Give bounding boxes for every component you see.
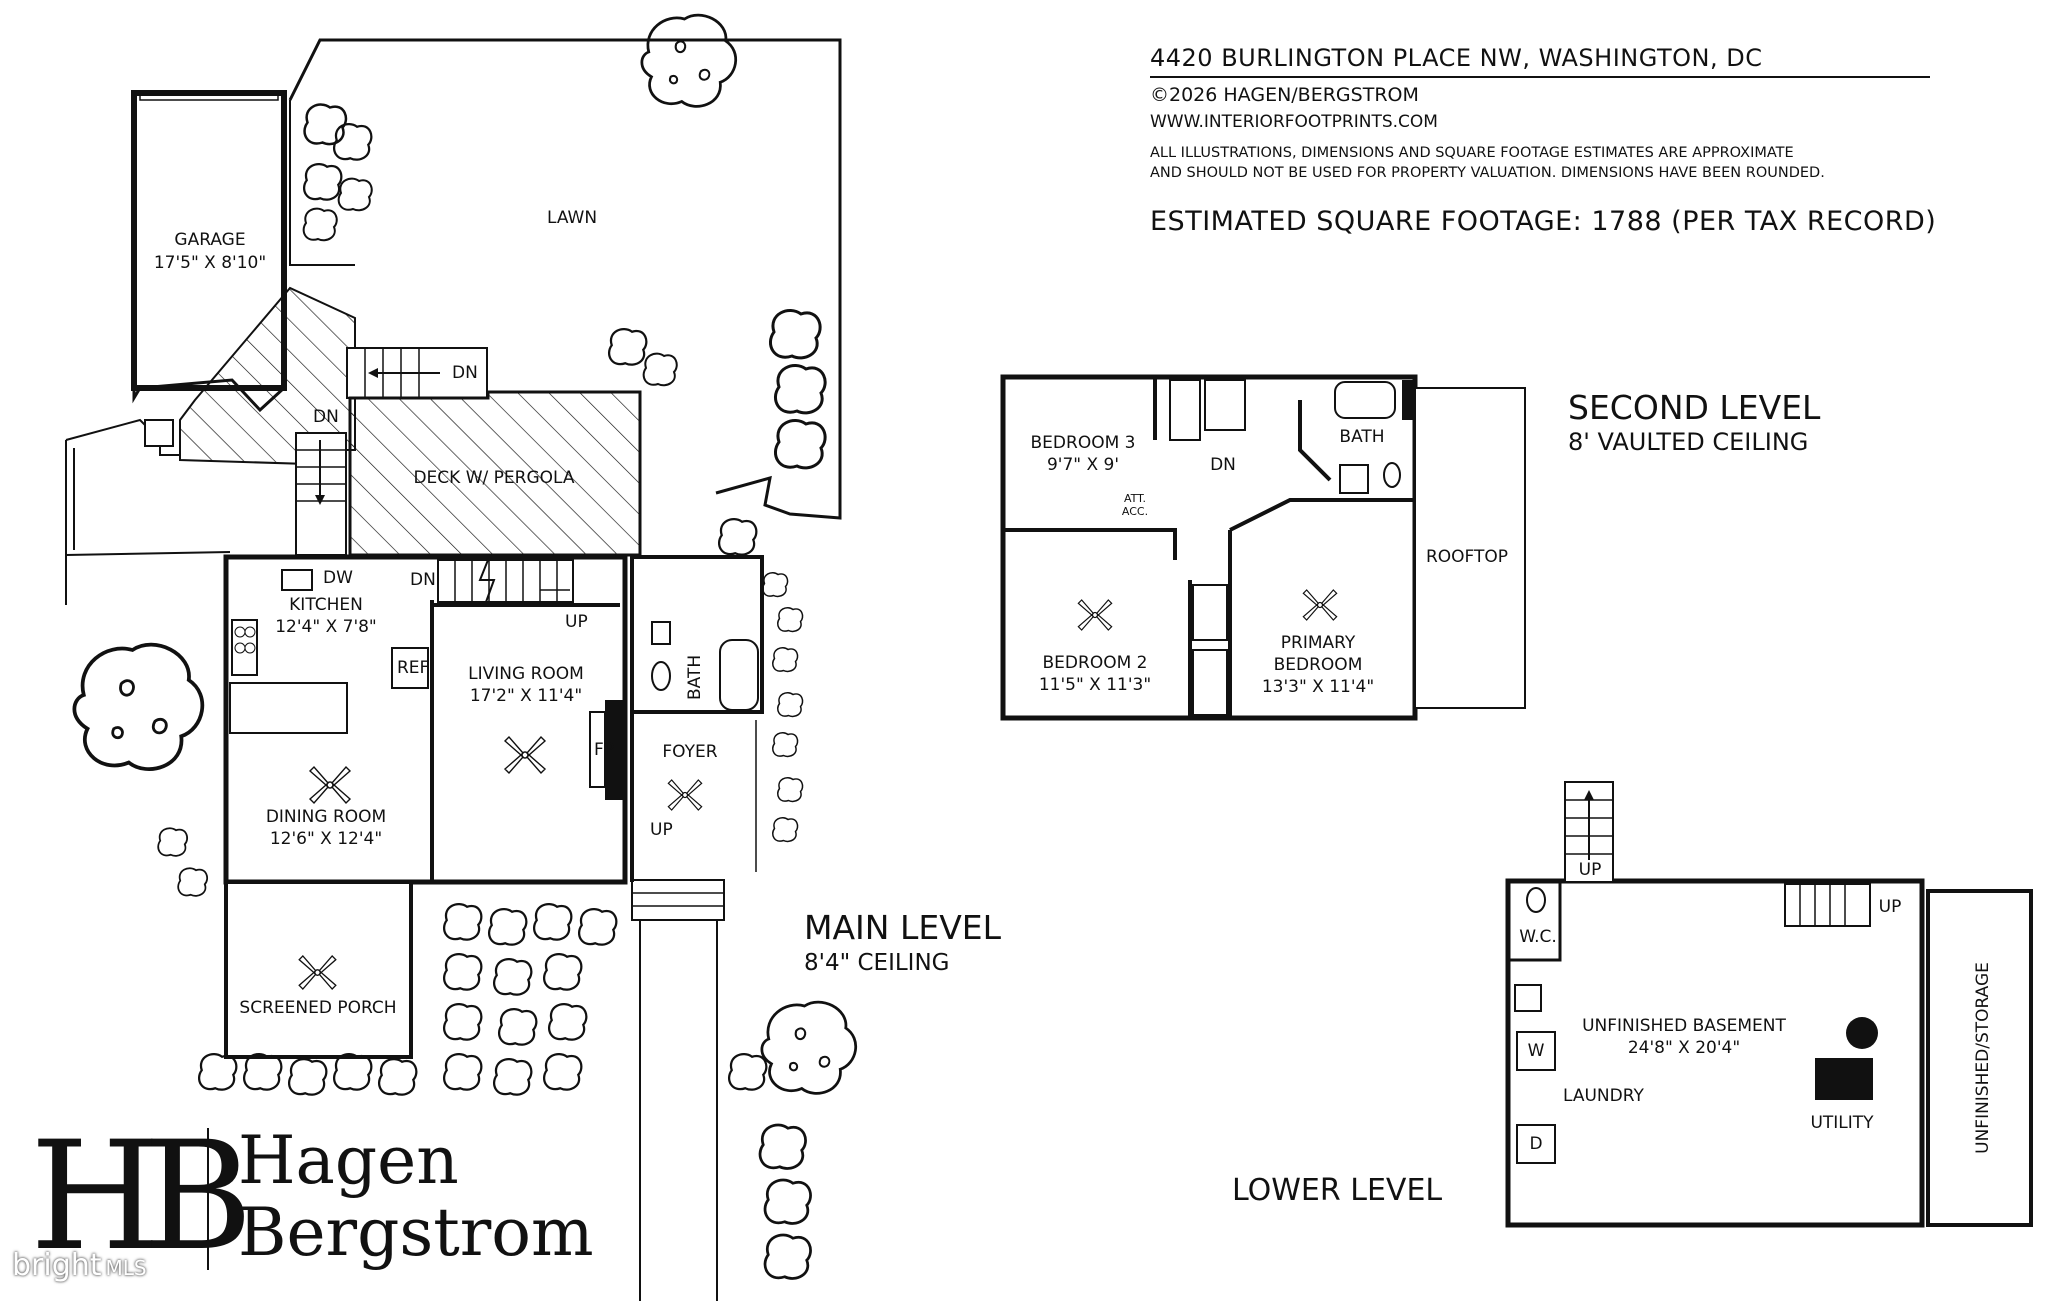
kitchen-label: KITCHEN (289, 595, 363, 615)
kitchen-dimensions: 12'4" X 7'8" (275, 617, 377, 637)
mls-watermark-suffix: MLS (105, 1256, 147, 1280)
living-room-label: LIVING ROOM (468, 664, 584, 684)
living-room-dimensions: 17'2" X 11'4" (470, 686, 582, 706)
dining-room-label: DINING ROOM (266, 807, 386, 827)
washer (1516, 1031, 1556, 1071)
property-address: 4420 BURLINGTON PLACE NW, WASHINGTON, DC (1150, 44, 1763, 72)
washer-label: W (1528, 1041, 1545, 1061)
primary-bedroom-label-2: BEDROOM (1274, 655, 1363, 675)
lower-level-walls (1505, 878, 1925, 1228)
lower-stair-up-label-2: UP (1879, 897, 1902, 917)
second-level-subtitle: 8' VAULTED CEILING (1568, 428, 1809, 456)
lower-level-labels: W.C. W D UNFINISHED BASEMENT 24'8" X 20'… (1519, 927, 1993, 1154)
mls-watermark-brand: bright (12, 1248, 102, 1283)
header-rule (1150, 76, 1930, 78)
attic-access-label-1: ATT. (1124, 492, 1146, 505)
stairs-up-label-main: UP (565, 612, 588, 632)
fireplace-label: FP (594, 740, 614, 760)
logo-divider (207, 1128, 209, 1270)
stairs-dn-label-upper: DN (452, 363, 478, 383)
refrigerator-label: REF (397, 658, 429, 678)
lawn-boundary (288, 38, 842, 520)
rooftop-area (1414, 387, 1526, 709)
stairs-dn-label-deck: DN (313, 407, 339, 427)
dining-room-dimensions: 12'6" X 12'4" (270, 829, 382, 849)
main-level-subtitle: 8'4" CEILING (804, 950, 950, 976)
website-text: WWW.INTERIORFOOTPRINTS.COM (1150, 112, 1438, 132)
logo-monogram: HB (30, 1110, 253, 1284)
foyer-label: FOYER (662, 742, 717, 762)
attic-access-label-2: ACC. (1122, 505, 1148, 518)
square-footage: ESTIMATED SQUARE FOOTAGE: 1788 (PER TAX … (1150, 206, 1937, 237)
second-level-labels: BEDROOM 3 9'7" X 9' ATT. ACC. BEDROOM 2 … (1031, 427, 1509, 697)
primary-bedroom-label-1: PRIMARY (1281, 633, 1356, 653)
garage-dimensions: 17'5" X 8'10" (154, 253, 266, 273)
laundry-label: LAUNDRY (1563, 1086, 1644, 1106)
dishwasher-label: DW (323, 568, 353, 588)
bedroom2-dimensions: 11'5" X 11'3" (1039, 675, 1151, 695)
main-level-title: MAIN LEVEL (804, 908, 1002, 947)
second-level-title: SECOND LEVEL (1568, 388, 1821, 427)
main-level-labels: GARAGE 17'5" X 8'10" LAWN DECK W/ PERGOL… (154, 208, 718, 1018)
lawn-label: LAWN (547, 208, 597, 228)
stairs-dn-label-second: DN (1210, 455, 1236, 475)
storage-area (1926, 889, 2033, 1227)
logo-name-line2: Bergstrom (238, 1194, 594, 1271)
basement-label: UNFINISHED BASEMENT (1582, 1016, 1786, 1036)
furnace (1815, 1058, 1873, 1100)
bedroom2-label: BEDROOM 2 (1043, 653, 1148, 673)
bedroom3-dimensions: 9'7" X 9' (1047, 455, 1119, 475)
main-level-house: UP DN DW REF FP BATH UP (223, 554, 764, 1059)
disclaimer-line-2: AND SHOULD NOT BE USED FOR PROPERTY VALU… (1150, 165, 1825, 181)
lower-level-title: LOWER LEVEL (1232, 1173, 1443, 1208)
bedroom3-label: BEDROOM 3 (1031, 433, 1136, 453)
logo-name-line1: Hagen (238, 1122, 459, 1199)
bath-label-second: BATH (1339, 427, 1384, 447)
second-level-plan: DN (1000, 374, 1526, 721)
rooftop-label: ROOFTOP (1426, 547, 1508, 567)
basement-dimensions: 24'8" X 20'4" (1628, 1038, 1740, 1058)
dryer-label: D (1529, 1134, 1542, 1154)
screened-porch-label: SCREENED PORCH (239, 998, 396, 1018)
foyer-up-label: UP (650, 820, 673, 840)
garage-label: GARAGE (174, 230, 245, 250)
dryer (1516, 1124, 1556, 1164)
utility-label: UTILITY (1810, 1113, 1874, 1133)
water-heater (1846, 1017, 1878, 1049)
storage-label: UNFINISHED/STORAGE (1973, 962, 1993, 1154)
lower-level-plan: UP UP (1505, 781, 2033, 1228)
wc-label: W.C. (1519, 927, 1557, 947)
stairs-dn-label-kitchen: DN (410, 570, 436, 590)
bath-label-main: BATH (685, 655, 705, 700)
disclaimer-line-1: ALL ILLUSTRATIONS, DIMENSIONS AND SQUARE… (1150, 145, 1794, 161)
lower-stair-up-label-1: UP (1579, 860, 1602, 880)
main-level-site: DN DN (65, 38, 842, 1301)
copyright-text: ©2026 HAGEN/BERGSTROM (1150, 84, 1419, 106)
deck-label: DECK W/ PERGOLA (413, 468, 574, 488)
primary-bedroom-dimensions: 13'3" X 11'4" (1262, 677, 1374, 697)
